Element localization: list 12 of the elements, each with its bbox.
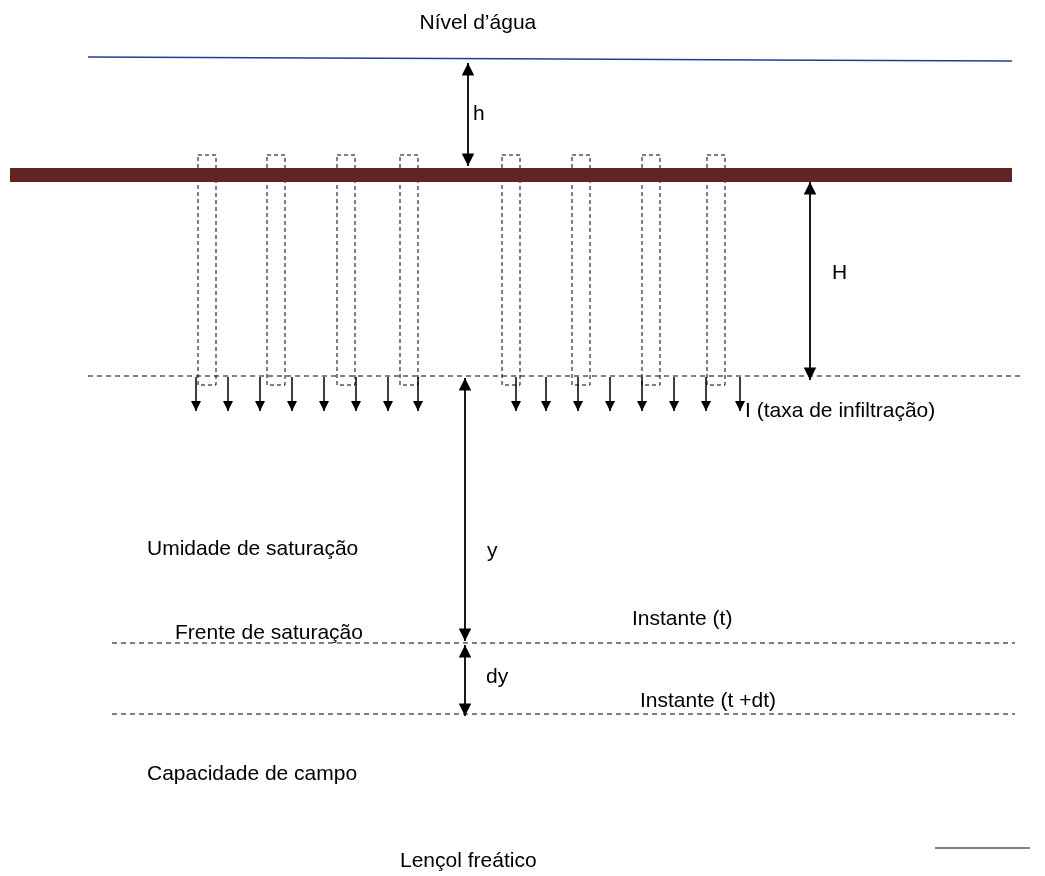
annotation-label: I (taxa de infiltração) (745, 398, 936, 422)
annotation-label: Umidade de saturação (147, 536, 359, 560)
annotation-label: Lençol freático (400, 848, 537, 872)
annotation-label: Instante (t +dt) (640, 688, 776, 712)
annotation-label: Nível d’água (419, 10, 537, 34)
dimension-label: y (487, 538, 498, 562)
annotation-label: Instante (t) (632, 606, 733, 630)
dimension-label: h (473, 101, 485, 125)
dimension-label: dy (486, 664, 509, 688)
dimension-label: H (832, 260, 848, 284)
annotation-label: Frente de saturação (175, 620, 363, 644)
annotation-label: Capacidade de campo (147, 761, 358, 785)
